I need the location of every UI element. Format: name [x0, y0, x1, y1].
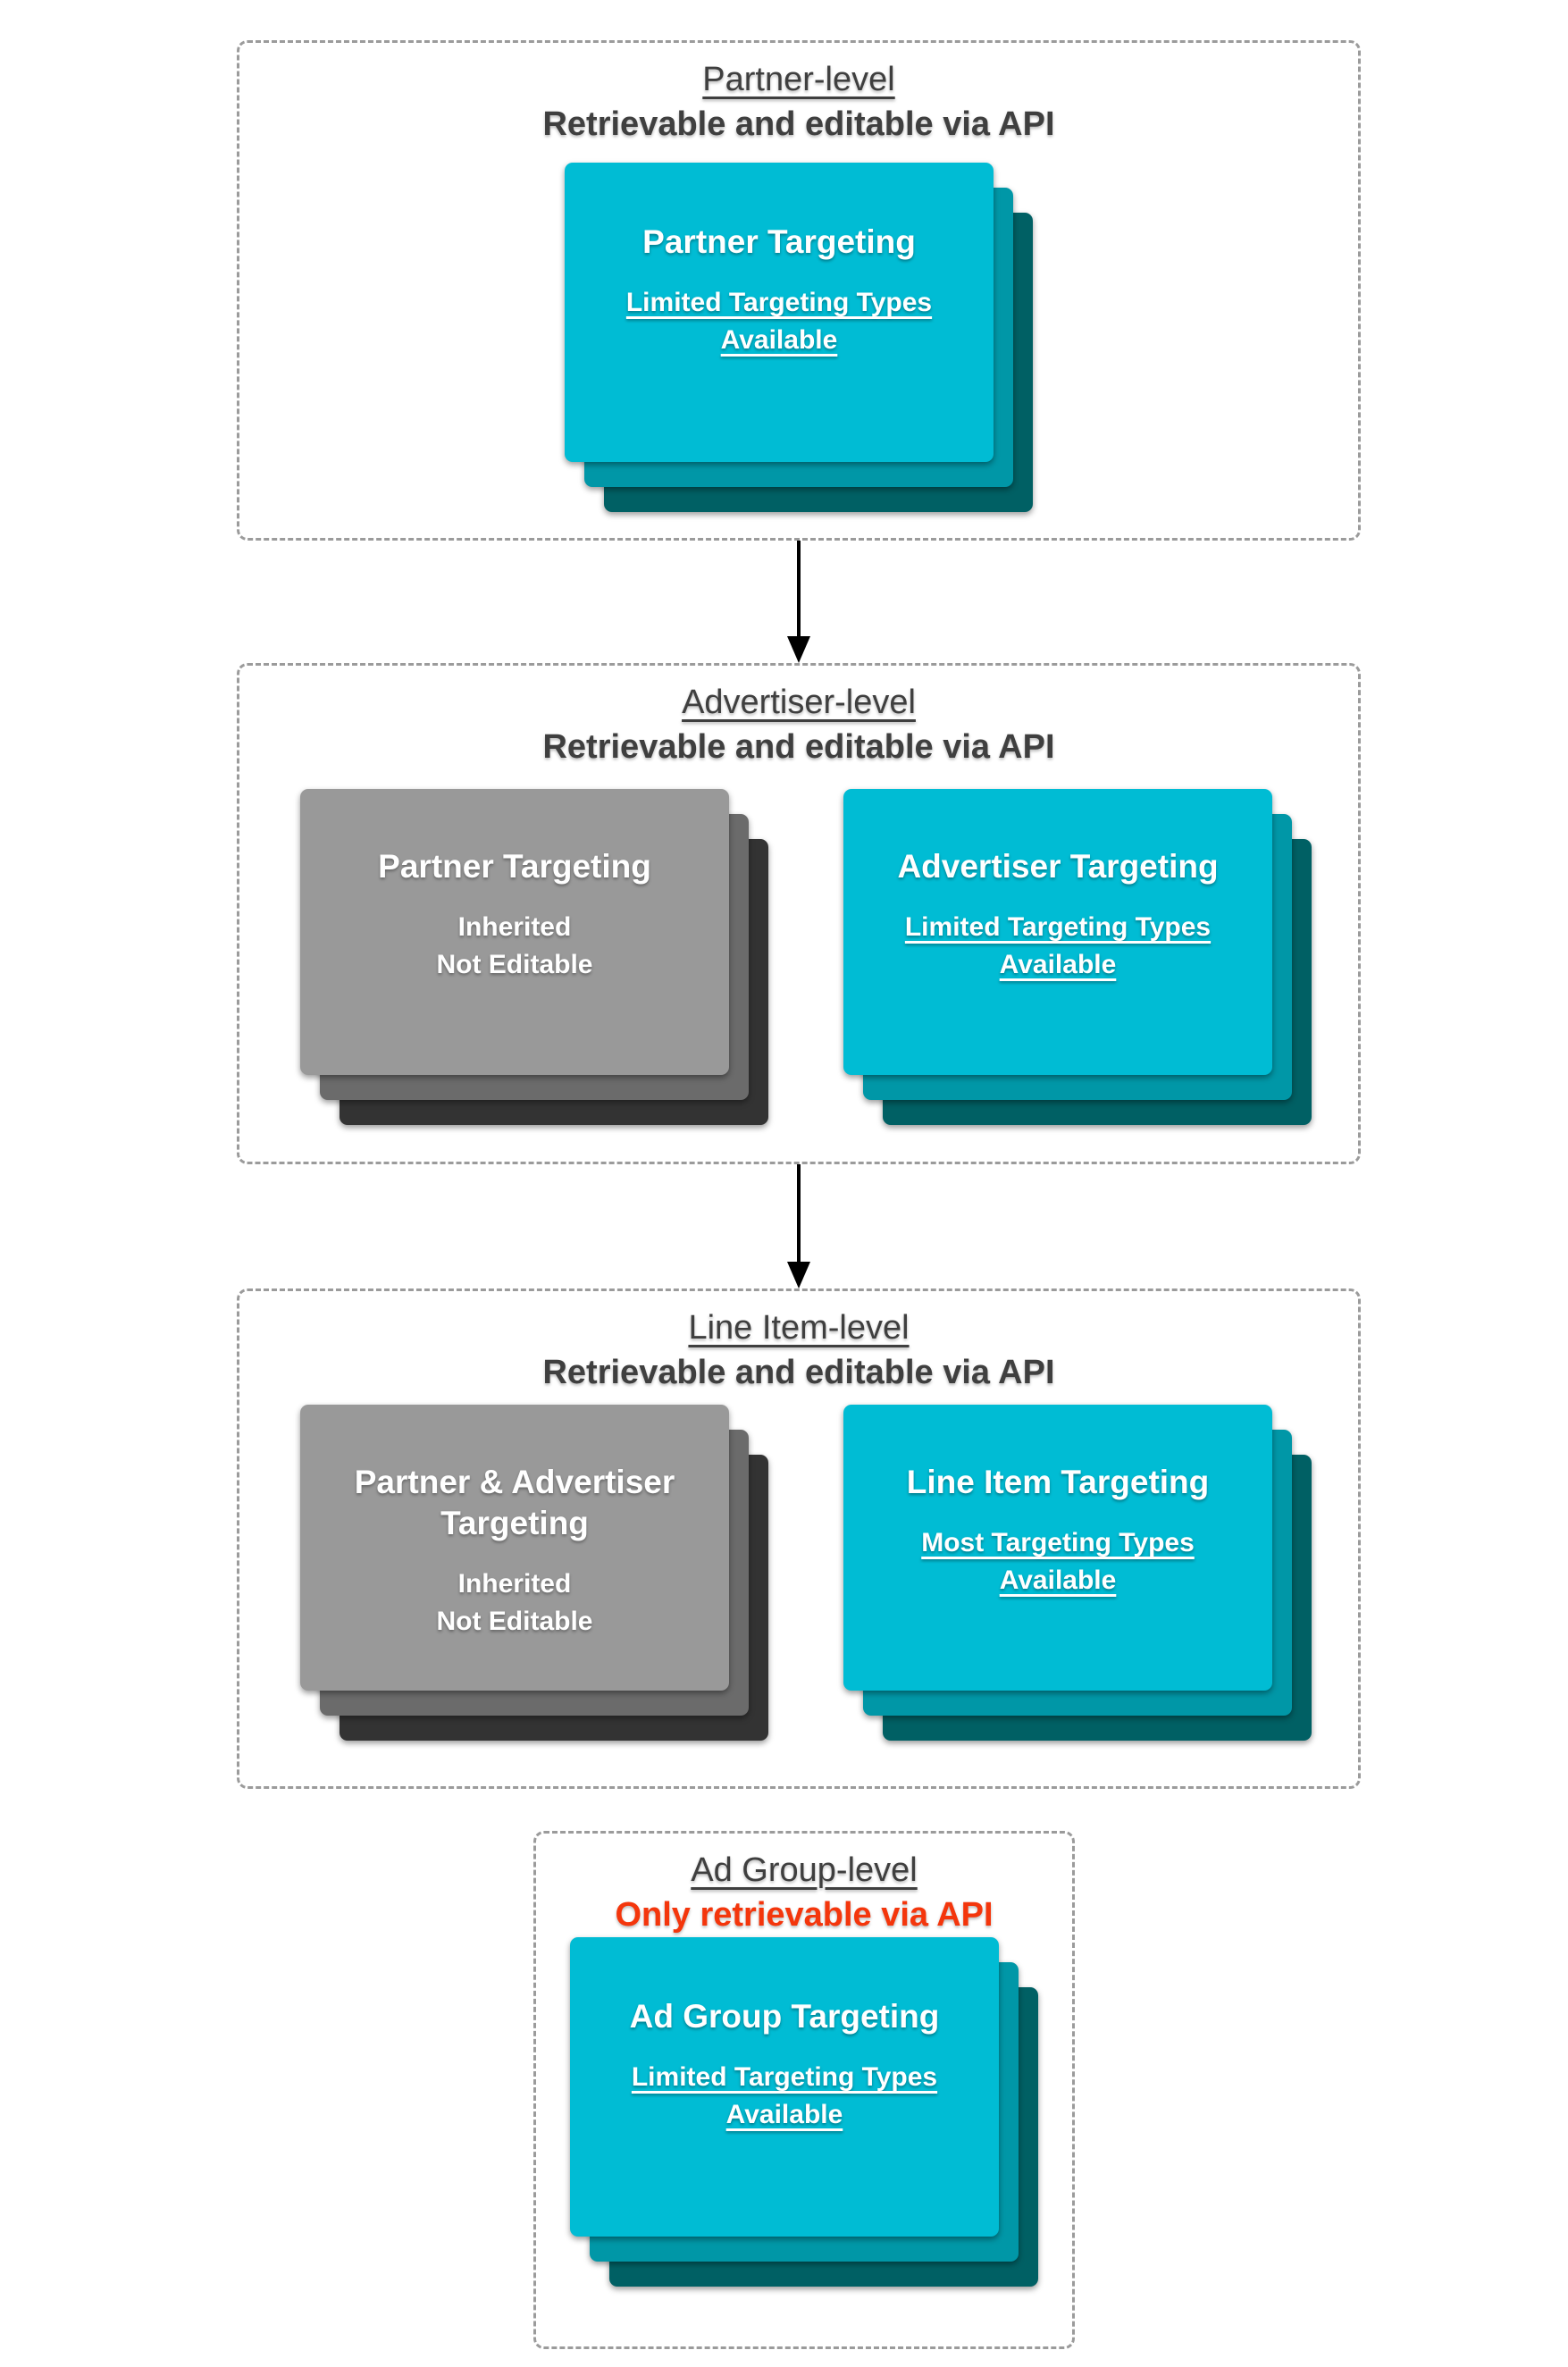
card-title: Advertiser Targeting: [897, 848, 1219, 885]
card-partner-targeting: Partner Targeting Limited Targeting Type…: [565, 163, 994, 462]
card-ad-group-targeting: Ad Group Targeting Limited Targeting Typ…: [570, 1937, 999, 2237]
section-title: Partner-level: [702, 61, 895, 98]
section-subtitle: Retrievable and editable via API: [542, 728, 1055, 766]
card-stack-partner-targeting-inherited: Partner Targeting Inherited Not Editable: [300, 789, 768, 1125]
card-stack-partner-advertiser-targeting-inherited: Partner & Advertiser Targeting Inherited…: [300, 1405, 768, 1741]
section-line-item-level: Line Item-level Retrievable and editable…: [237, 1288, 1361, 1789]
card-title: Line Item Targeting: [906, 1464, 1210, 1500]
section-title: Line Item-level: [688, 1309, 910, 1347]
cards-row: Partner Targeting Limited Targeting Type…: [239, 163, 1358, 512]
card-partner-targeting-inherited: Partner Targeting Inherited Not Editable: [300, 789, 729, 1075]
card-partner-advertiser-targeting-inherited: Partner & Advertiser Targeting Inherited…: [300, 1405, 729, 1691]
card-body: Most Targeting Types Available: [921, 1528, 1195, 1595]
cards-row: Partner Targeting Inherited Not Editable…: [239, 789, 1358, 1125]
section-subtitle: Only retrievable via API: [615, 1896, 994, 1934]
card-body: Inherited Not Editable: [436, 912, 593, 979]
card-title: Partner & Advertiser Targeting: [354, 1464, 675, 1541]
cards-row: Ad Group Targeting Limited Targeting Typ…: [536, 1937, 1072, 2287]
card-body: Limited Targeting Types Available: [904, 912, 1212, 979]
section-subtitle: Retrievable and editable via API: [542, 105, 1055, 143]
card-stack-advertiser-targeting: Advertiser Targeting Limited Targeting T…: [843, 789, 1312, 1125]
card-stack-partner-targeting: Partner Targeting Limited Targeting Type…: [565, 163, 1033, 512]
card-line-item-targeting: Line Item Targeting Most Targeting Types…: [843, 1405, 1272, 1691]
arrow-head-icon: [787, 636, 810, 663]
arrow-head-icon: [787, 1262, 810, 1288]
section-partner-level: Partner-level Retrievable and editable v…: [237, 40, 1361, 541]
card-title: Partner Targeting: [642, 223, 916, 260]
card-body: Limited Targeting Types Available: [631, 2062, 938, 2129]
flow-arrow-partner-to-advertiser: [779, 541, 818, 663]
card-stack-ad-group-targeting: Ad Group Targeting Limited Targeting Typ…: [570, 1937, 1038, 2287]
card-advertiser-targeting: Advertiser Targeting Limited Targeting T…: [843, 789, 1272, 1075]
card-title: Partner Targeting: [378, 848, 651, 885]
card-body: Inherited Not Editable: [436, 1569, 593, 1636]
section-subtitle: Retrievable and editable via API: [542, 1354, 1055, 1391]
card-body: Limited Targeting Types Available: [625, 288, 933, 355]
card-title: Ad Group Targeting: [629, 1998, 940, 2035]
flow-arrow-advertiser-to-lineitem: [779, 1164, 818, 1288]
card-stack-line-item-targeting: Line Item Targeting Most Targeting Types…: [843, 1405, 1312, 1741]
section-ad-group-level: Ad Group-level Only retrievable via API …: [533, 1831, 1075, 2349]
section-advertiser-level: Advertiser-level Retrievable and editabl…: [237, 663, 1361, 1164]
section-title: Ad Group-level: [691, 1851, 918, 1889]
arrow-shaft: [797, 1164, 801, 1262]
arrow-shaft: [797, 541, 801, 636]
section-title: Advertiser-level: [682, 684, 916, 721]
cards-row: Partner & Advertiser Targeting Inherited…: [239, 1405, 1358, 1741]
